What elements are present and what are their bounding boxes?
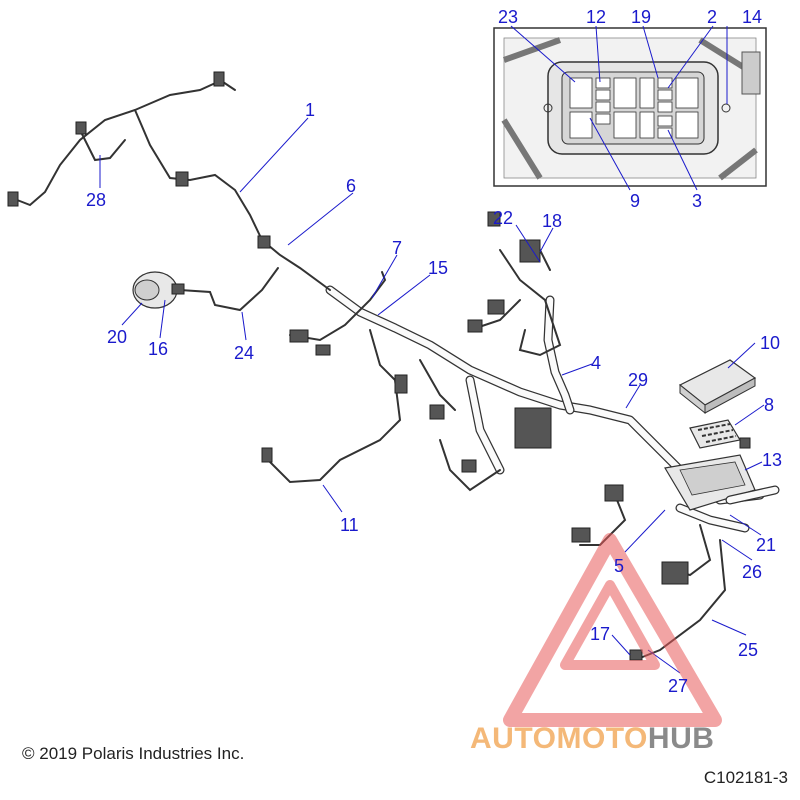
callout-labels: 23 12 19 2 14 9 3 1 28 6 22 18 7 15 20 1… — [86, 7, 782, 696]
callout-4: 4 — [591, 353, 601, 373]
callout-18: 18 — [542, 211, 562, 231]
callout-22: 22 — [493, 208, 513, 228]
buzzer — [132, 271, 185, 309]
callout-2: 2 — [707, 7, 717, 27]
label-sheet — [689, 419, 741, 449]
callout-14: 14 — [742, 7, 762, 27]
callout-20: 20 — [107, 327, 127, 347]
main-harness — [325, 285, 765, 533]
callout-28: 28 — [86, 190, 106, 210]
callout-3: 3 — [692, 191, 702, 211]
fuse-box-inset — [493, 27, 767, 187]
callout-29: 29 — [628, 370, 648, 390]
callout-25: 25 — [738, 640, 758, 660]
watermark-text-auto: AUTO — [470, 722, 557, 755]
watermark-text: AUTOMOTOHUB — [470, 722, 714, 756]
callout-13: 13 — [762, 450, 782, 470]
callout-1: 1 — [305, 100, 315, 120]
connectors — [7, 71, 751, 661]
callout-5: 5 — [614, 556, 624, 576]
leader-lines — [99, 25, 765, 674]
callout-8: 8 — [764, 395, 774, 415]
callout-16: 16 — [148, 339, 168, 359]
watermark-logo — [503, 533, 722, 727]
copyright-notice: © 2019 Polaris Industries Inc. — [22, 744, 245, 763]
callout-19: 19 — [631, 7, 651, 27]
callout-27: 27 — [668, 676, 688, 696]
callout-6: 6 — [346, 176, 356, 196]
callout-9: 9 — [630, 191, 640, 211]
callout-15: 15 — [428, 258, 448, 278]
callout-26: 26 — [742, 562, 762, 582]
callout-12: 12 — [586, 7, 606, 27]
fuse-box — [664, 454, 780, 511]
callout-17: 17 — [590, 624, 610, 644]
control-module — [678, 359, 757, 415]
callout-7: 7 — [392, 238, 402, 258]
watermark-text-hub: HUB — [647, 722, 715, 755]
callout-23: 23 — [498, 7, 518, 27]
watermark-text-moto: MOTO — [556, 722, 648, 755]
callout-21: 21 — [756, 535, 776, 555]
callout-10: 10 — [760, 333, 780, 353]
callout-11: 11 — [340, 515, 359, 535]
figure-id: C102181-3 — [703, 768, 788, 787]
callout-24: 24 — [234, 343, 254, 363]
